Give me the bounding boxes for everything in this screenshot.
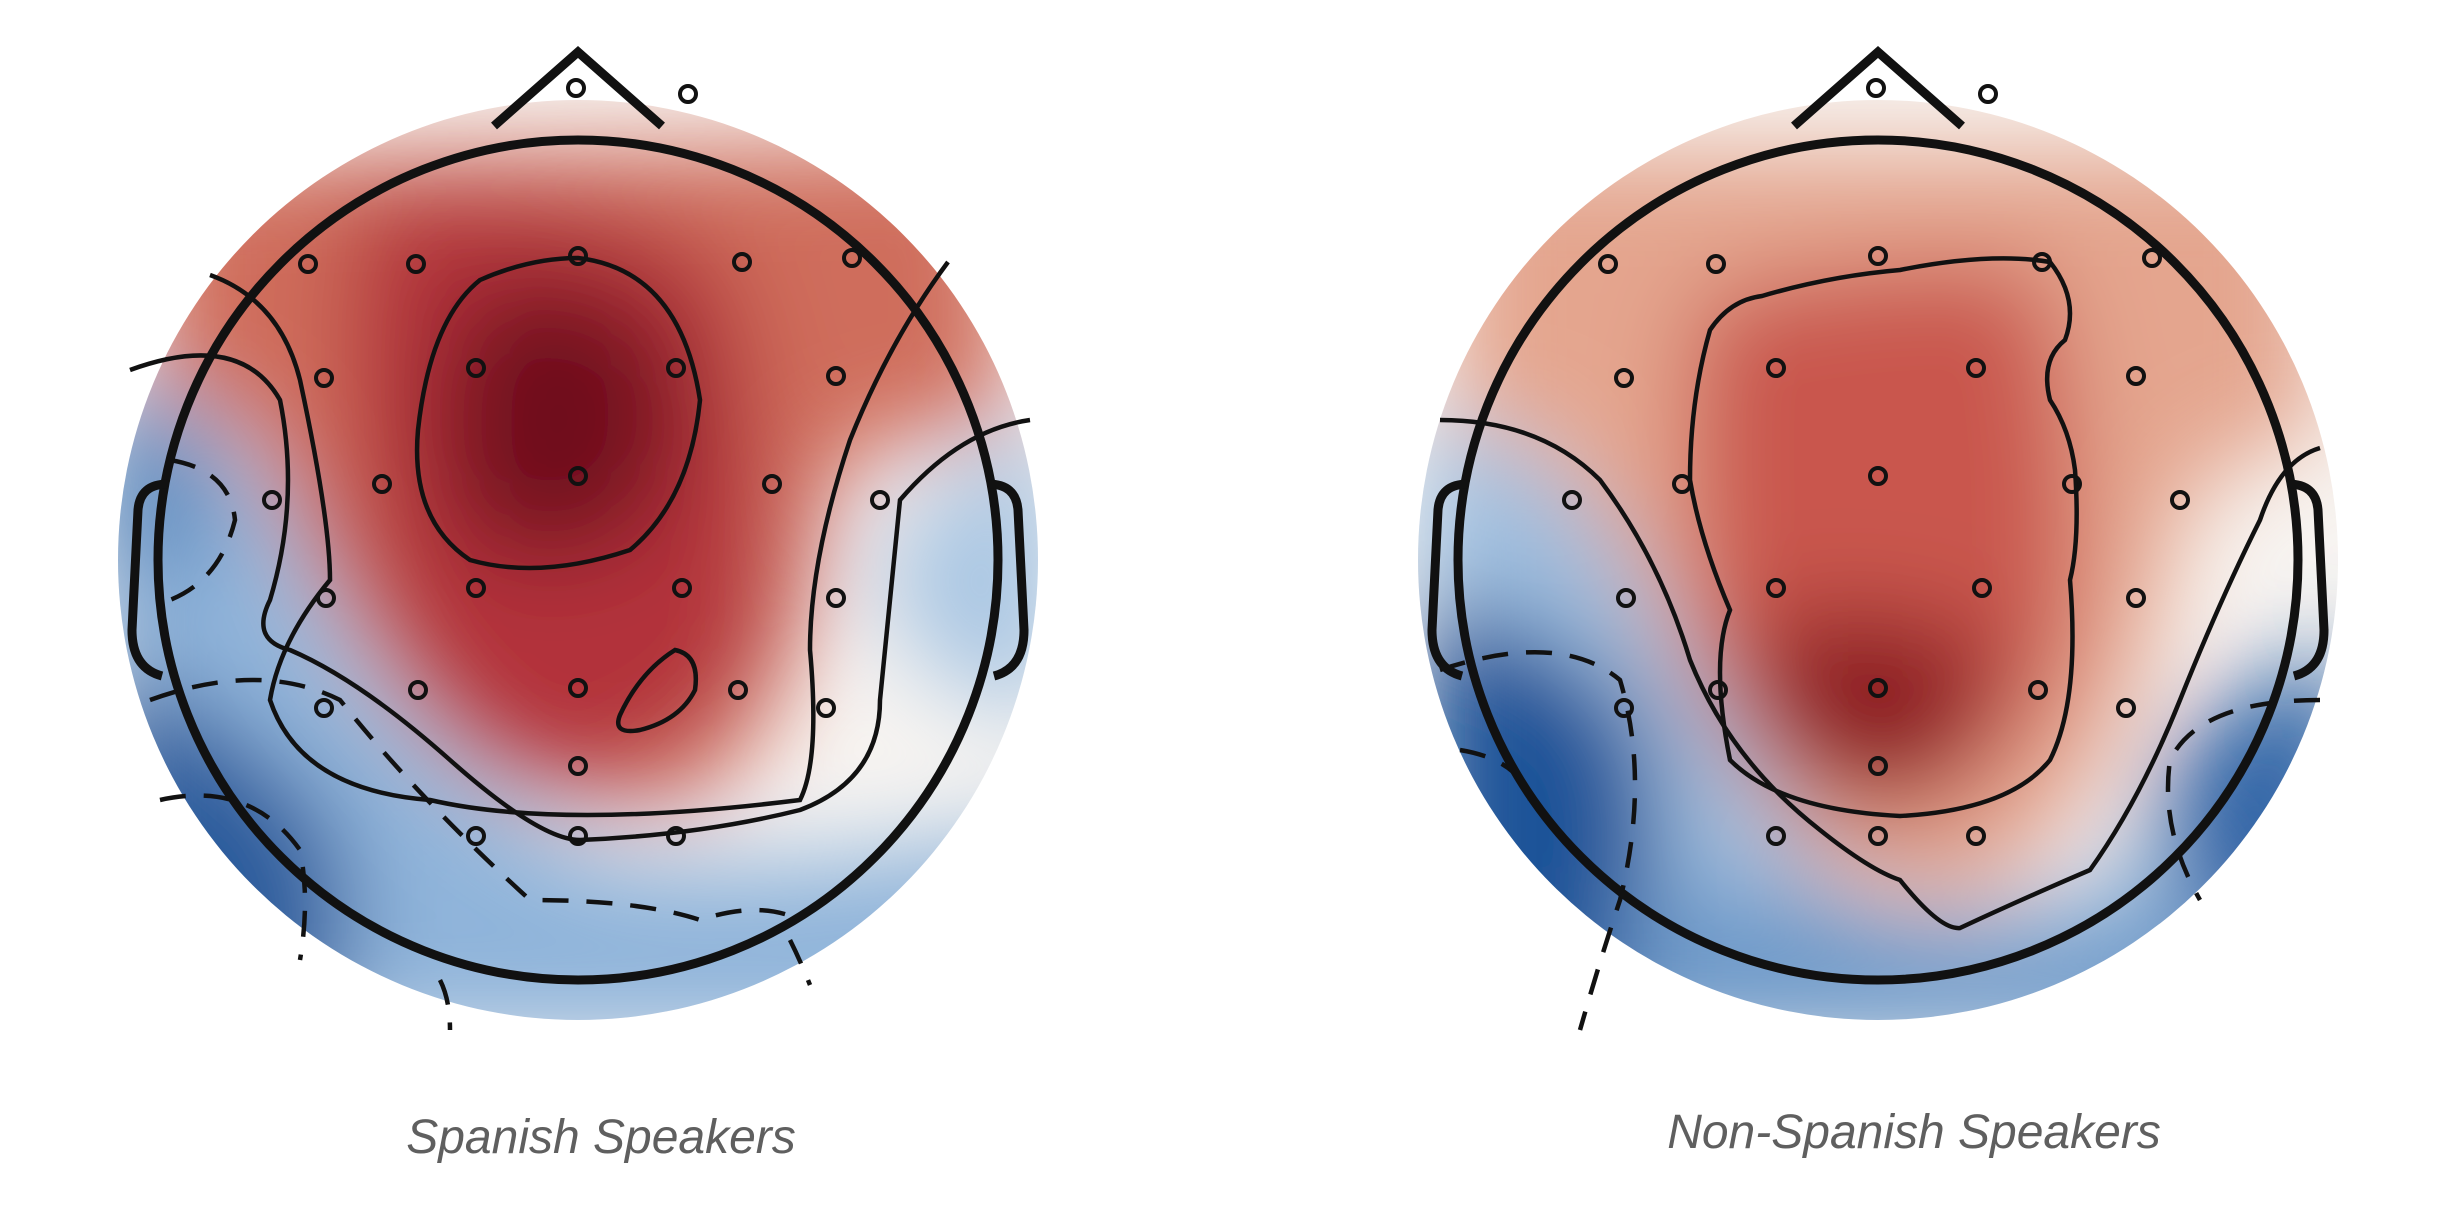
electrode-icon: [2032, 252, 2052, 272]
electrode-icon: [2028, 680, 2048, 700]
contour-solid-zero: [1439, 417, 2321, 931]
electrode-icon: [870, 490, 890, 510]
electrode-icon: [466, 826, 486, 846]
electrode-icon: [314, 698, 334, 718]
electrode-icon: [816, 698, 836, 718]
electrode-icon: [826, 366, 846, 386]
electrode-icon: [1766, 578, 1786, 598]
topomap-spanish-speakers: [118, 46, 1038, 1031]
contour-dashed-right: [787, 938, 813, 986]
electrode-icon: [2170, 490, 2190, 510]
electrode-icon: [1868, 678, 1888, 698]
electrode-icon: [1868, 756, 1888, 776]
electrode-icon: [568, 756, 588, 776]
electrode-icon: [568, 826, 588, 846]
electrode-icon: [678, 84, 698, 104]
electrode-icon: [1614, 698, 1634, 718]
electrode-icon: [1614, 368, 1634, 388]
contour-dashed-mid: [149, 677, 802, 923]
contour-dashed-corner: [437, 978, 453, 1031]
contour-solid-core: [414, 255, 703, 571]
contour-solid-lower: [129, 353, 1031, 843]
electrode-icon: [762, 474, 782, 494]
electrode-icon: [672, 578, 692, 598]
heat-blob-red-max: [442, 283, 679, 556]
electrode-icon: [1598, 254, 1618, 274]
activity-heatmap-spanish: [118, 100, 1038, 1020]
electrode-icon: [732, 252, 752, 272]
electrode-icon: [1868, 466, 1888, 486]
electrode-icon: [568, 678, 588, 698]
electrode-icon: [2116, 698, 2136, 718]
contour-dashed-left-mid: [1459, 747, 1533, 801]
electrode-group-spanish: [262, 78, 890, 846]
contour-dashed-left: [1439, 650, 1638, 1031]
electrode-icon: [2062, 474, 2082, 494]
electrode-icon: [1616, 588, 1636, 608]
electrode-icon: [372, 474, 392, 494]
electrode-icon: [1966, 826, 1986, 846]
electrode-icon: [566, 78, 586, 98]
nose-icon: [491, 46, 665, 130]
electrode-icon: [842, 248, 862, 268]
electrode-icon: [466, 358, 486, 378]
electrode-icon: [568, 466, 588, 486]
nose-icon: [1791, 46, 1965, 130]
electrode-icon: [568, 246, 588, 266]
electrode-icon: [1766, 826, 1786, 846]
electrode-icon: [1672, 474, 1692, 494]
contour-dashed-left: [169, 457, 238, 603]
electrode-icon: [1766, 358, 1786, 378]
caption-non-spanish-speakers: Non-Spanish Speakers: [1667, 1106, 2161, 1159]
electrode-icon: [2126, 588, 2146, 608]
caption-spanish-speakers: Spanish Speakers: [406, 1111, 796, 1164]
electrode-icon: [826, 588, 846, 608]
electrode-icon: [1562, 490, 1582, 510]
electrode-icon: [316, 588, 336, 608]
contour-dashed-low: [159, 793, 308, 961]
electrode-icon: [1866, 78, 1886, 98]
electrode-icon: [298, 254, 318, 274]
contour-solid-zero: [209, 260, 950, 818]
ear-icon-right: [2287, 479, 2329, 681]
contour-lines-spanish: [129, 255, 1031, 1031]
electrode-icon: [666, 358, 686, 378]
electrode-icon: [1868, 826, 1888, 846]
ear-icon-left: [127, 479, 169, 681]
electrode-icon: [466, 578, 486, 598]
electrode-icon: [262, 490, 282, 510]
heat-blob-red-max: [1760, 613, 1991, 800]
electrode-icon: [666, 826, 686, 846]
electrode-icon: [728, 680, 748, 700]
electrode-icon: [406, 254, 426, 274]
electrode-group-non-spanish: [1562, 78, 2190, 846]
head-outline: [1453, 135, 2303, 985]
electrode-icon: [1966, 358, 1986, 378]
topomap-non-spanish-speakers: [1418, 46, 2338, 1031]
contour-solid-blob: [616, 647, 699, 734]
ear-icon-right: [987, 479, 1029, 681]
electrode-icon: [1972, 578, 1992, 598]
ear-icon-left: [1427, 479, 1469, 681]
electrode-icon: [1706, 254, 1726, 274]
electrode-icon: [2142, 248, 2162, 268]
activity-heatmap-non-spanish: [1418, 100, 2338, 1020]
electrode-icon: [1978, 84, 1998, 104]
electrode-icon: [1868, 246, 1888, 266]
electrode-icon: [2126, 366, 2146, 386]
head-outline: [153, 135, 1003, 985]
electrode-icon: [314, 368, 334, 388]
electrode-icon: [1708, 680, 1728, 700]
electrode-icon: [408, 680, 428, 700]
